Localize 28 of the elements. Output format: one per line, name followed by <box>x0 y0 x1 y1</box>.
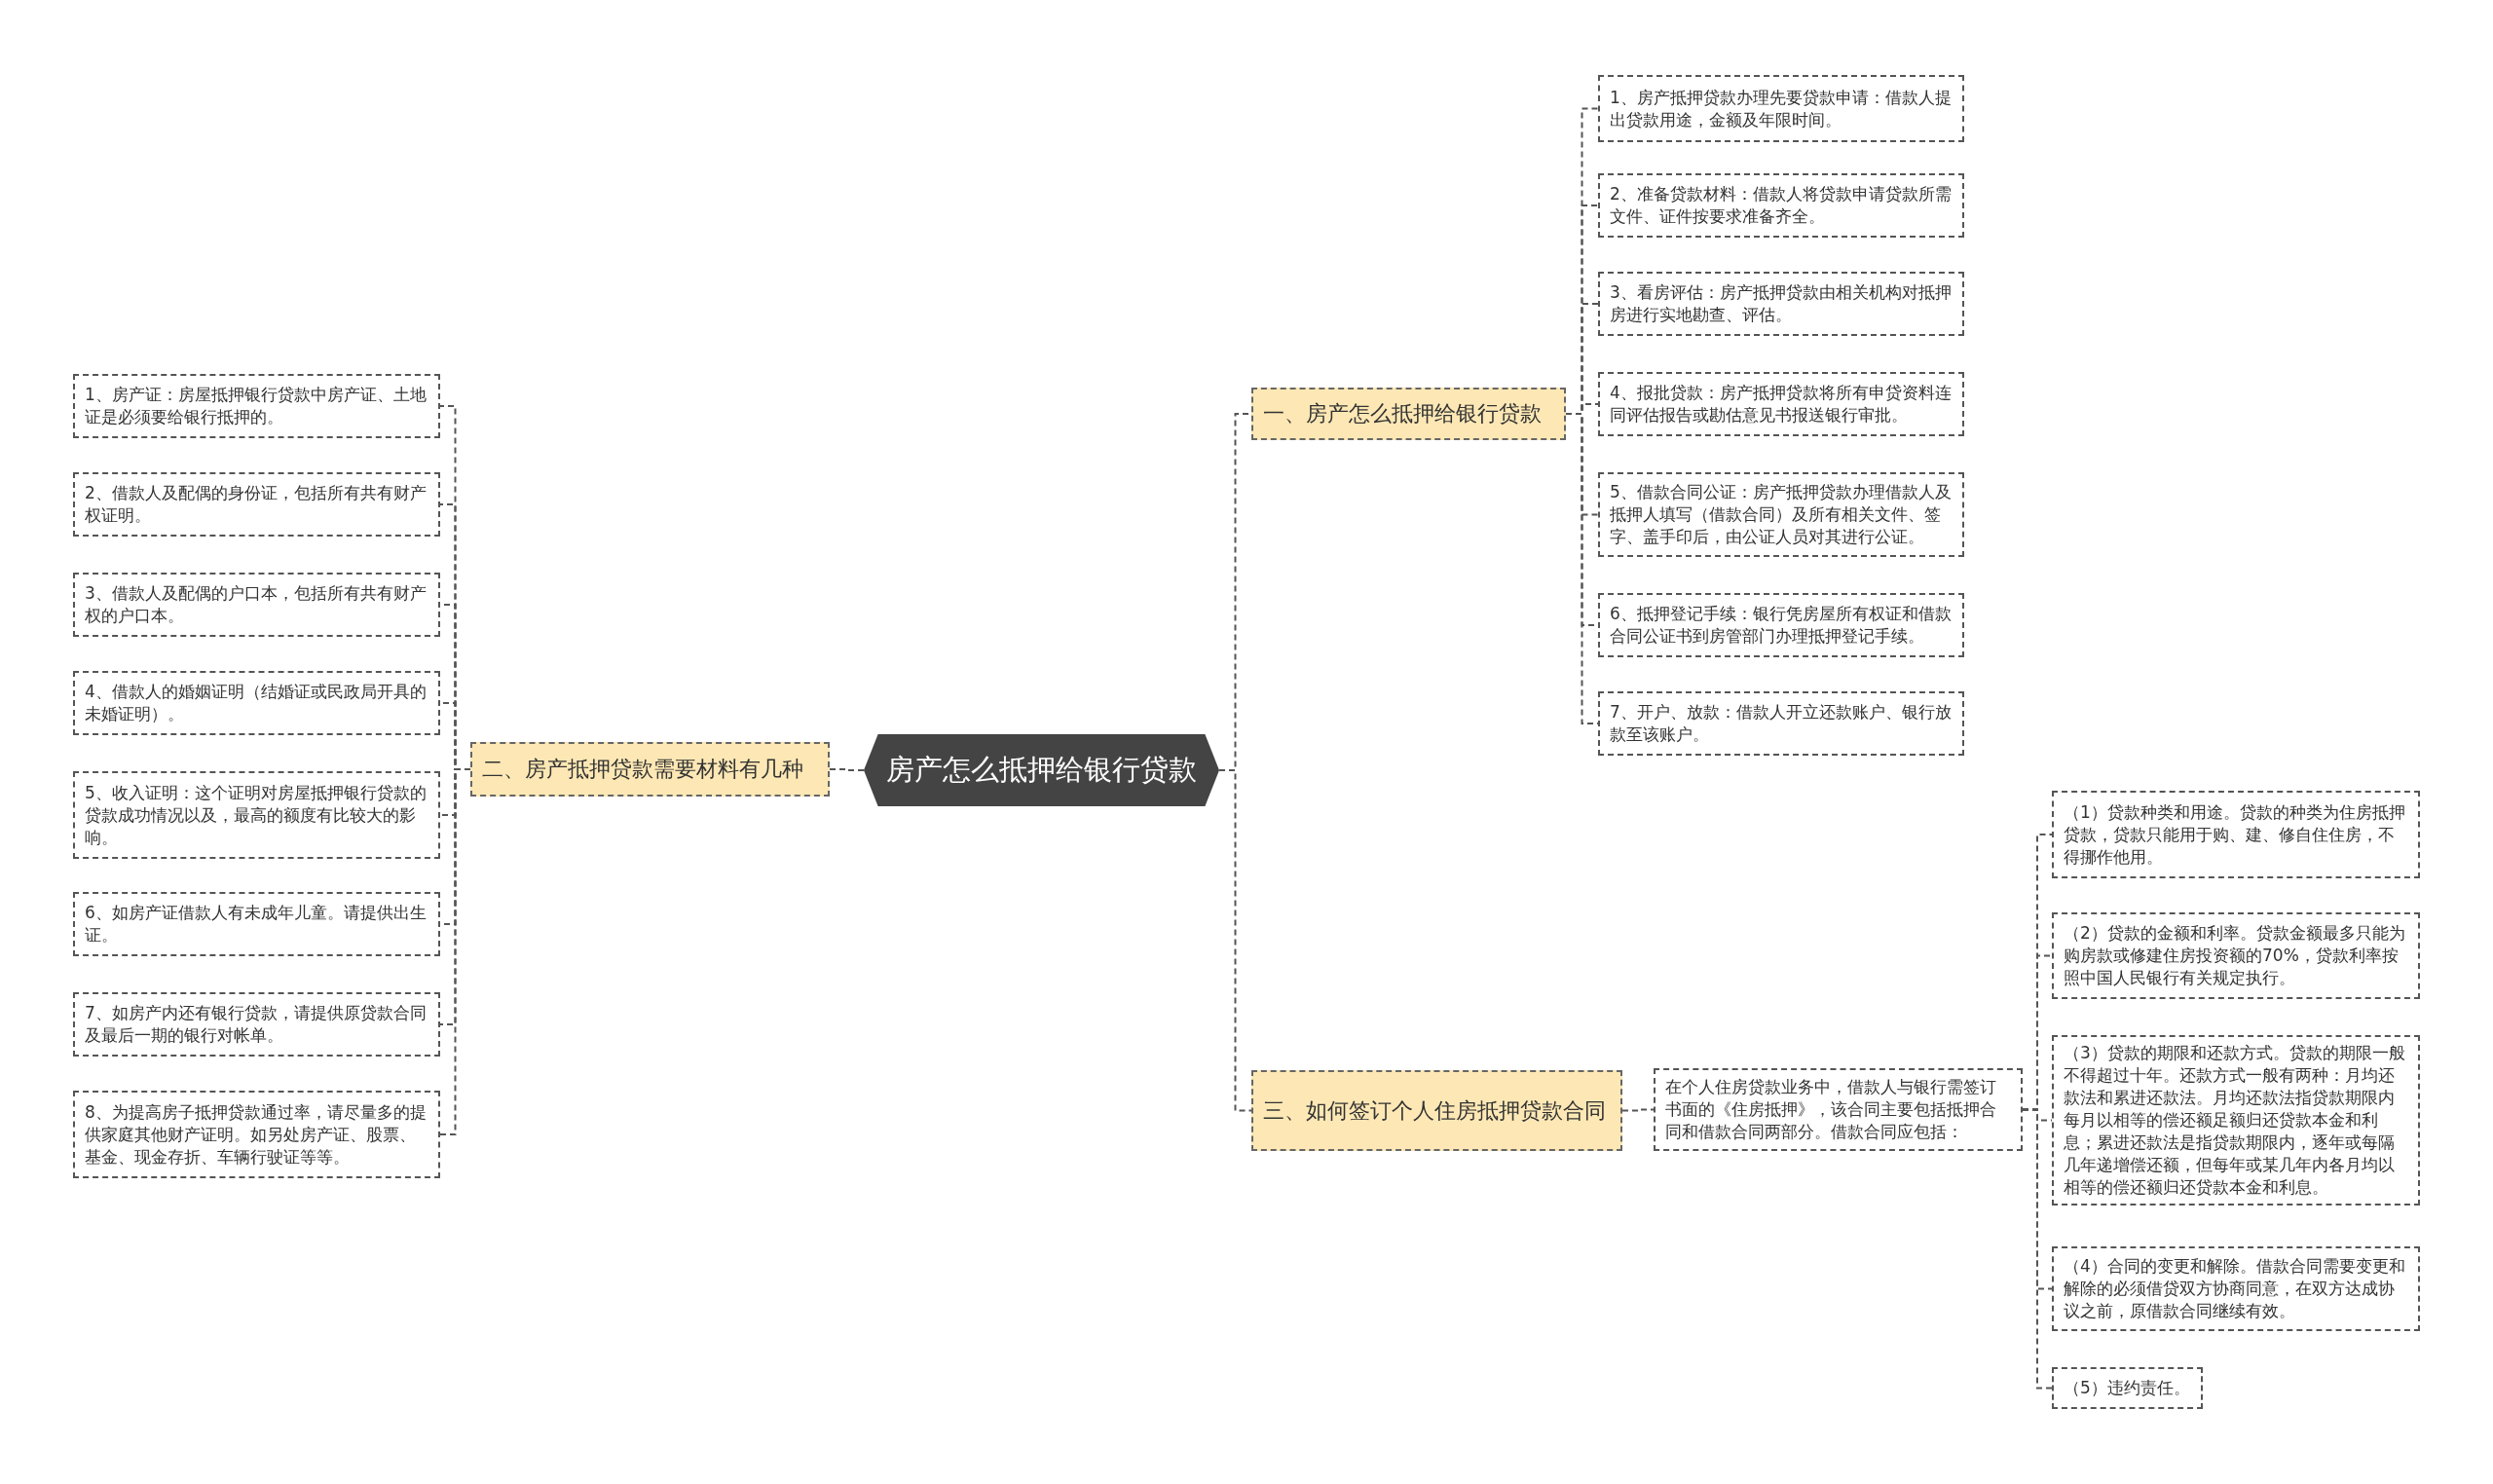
text-box: 5、收入证明：这个证明对房屋抵押银行贷款的贷款成功情况以及，最高的额度有比较大的影响。 <box>73 771 440 859</box>
topic-box: 一、房产怎么抵押给银行贷款 <box>1251 388 1566 440</box>
text-box: 7、如房产内还有银行贷款，请提供原贷款合同及最后一期的银行对帐单。 <box>73 992 440 1057</box>
text-box: 2、准备贷款材料：借款人将贷款申请贷款所需文件、证件按要求准备齐全。 <box>1598 173 1964 238</box>
text-box: （5）违约责任。 <box>2052 1367 2203 1409</box>
text-box: （1）贷款种类和用途。贷款的种类为住房抵押贷款，贷款只能用于购、建、修自住住房，不得挪作他用。 <box>2052 791 2420 878</box>
text-box: 3、借款人及配偶的户口本，包括所有共有财产权的户口本。 <box>73 573 440 637</box>
text-box: （3）贷款的期限和还款方式。贷款的期限一般不得超过十年。还款方式一般有两种：月均还款法和累进还款法。月均还款法指贷款期限内每月以相等的偿还额足额归还贷款本金和利息；累进还款法是指贷款期限内，逐年或每隔几年递增偿还额，但每年或某几年内各月均以相等的偿还额归还贷款本金和利息。 <box>2052 1035 2420 1206</box>
text-box: 2、借款人及配偶的身份证，包括所有共有财产权证明。 <box>73 472 440 537</box>
connector <box>829 768 865 771</box>
text-box: 4、报批贷款：房产抵押贷款将所有申贷资料连同评估报告或勘估意见书报送银行审批。 <box>1598 372 1964 436</box>
connector <box>1621 1108 1655 1112</box>
text-box: （4）合同的变更和解除。借款合同需要变更和解除的必须借贷双方协商同意，在双方达成协议之前，原借款合同继续有效。 <box>2052 1246 2420 1331</box>
central-topic: 房产怎么抵押给银行贷款 <box>864 734 1219 806</box>
text-box: 5、借款合同公证：房产抵押贷款办理借款人及抵押人填写（借款合同）及所有相关文件、签字、盖手印后，由公证人员对其进行公证。 <box>1598 472 1964 557</box>
text-box: 6、如房产证借款人有未成年儿童。请提供出生证。 <box>73 892 440 956</box>
text-box: （2）贷款的金额和利率。贷款金额最多只能为购房款或修建住房投资额的70%，贷款利率按照中国人民银行有关规定执行。 <box>2052 912 2420 999</box>
connector <box>2022 1108 2053 1390</box>
text-box: 在个人住房贷款业务中，借款人与银行需签订书面的《住房抵押》，该合同主要包括抵押合同和借款合同两部分。借款合同应包括： <box>1654 1068 2023 1151</box>
text-box: 1、房产抵押贷款办理先要贷款申请：借款人提出贷款用途，金额及年限时间。 <box>1598 75 1964 142</box>
text-box: 1、房产证：房屋抵押银行贷款中房产证、土地证是必须要给银行抵押的。 <box>73 374 440 438</box>
text-box: 3、看房评估：房产抵押贷款由相关机构对抵押房进行实地勘查、评估。 <box>1598 272 1964 336</box>
topic-box: 二、房产抵押贷款需要材料有几种 <box>470 742 830 797</box>
text-box: 6、抵押登记手续：银行凭房屋所有权证和借款合同公证书到房管部门办理抵押登记手续。 <box>1598 593 1964 657</box>
text-box: 7、开户、放款：借款人开立还款账户、银行放款至该账户。 <box>1598 691 1964 756</box>
text-box: 8、为提高房子抵押贷款通过率，请尽量多的提供家庭其他财产证明。如另处房产证、股票、基金、现金存折、车辆行驶证等等。 <box>73 1091 440 1178</box>
text-box: 4、借款人的婚姻证明（结婚证或民政局开具的未婚证明）。 <box>73 671 440 735</box>
topic-box: 三、如何签订个人住房抵押贷款合同 <box>1251 1070 1622 1151</box>
